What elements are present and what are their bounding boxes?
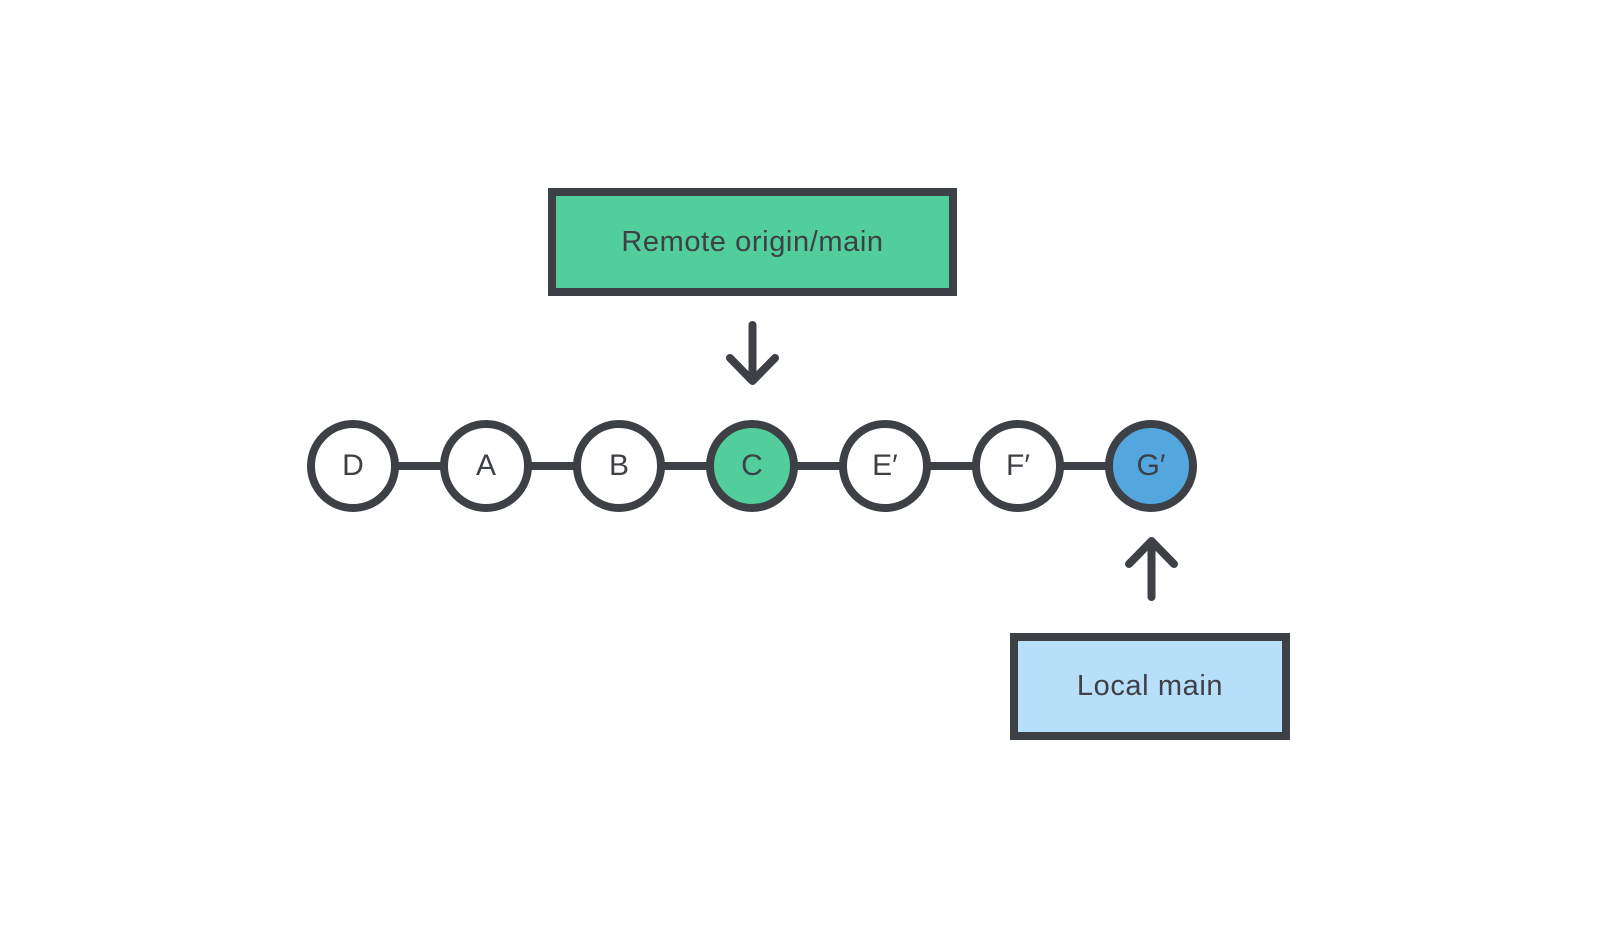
commit-label: C bbox=[741, 449, 763, 482]
commit-label: A bbox=[475, 449, 496, 482]
commit-node: C bbox=[706, 420, 798, 512]
commit-label: D bbox=[342, 449, 364, 482]
commit-label: B bbox=[608, 449, 629, 482]
commit-node: G′ bbox=[1105, 420, 1197, 512]
arrow-up-icon bbox=[1125, 537, 1178, 601]
commit-node: A bbox=[440, 420, 532, 512]
remote-branch-label: Remote origin/main bbox=[621, 225, 884, 258]
arrow-down-icon bbox=[726, 321, 779, 385]
local-branch-label: Local main bbox=[1076, 670, 1224, 702]
commit-label: E′ bbox=[872, 449, 898, 482]
commit-node: E′ bbox=[839, 420, 931, 512]
commit-node: B bbox=[573, 420, 665, 512]
commit-label: G′ bbox=[1136, 449, 1166, 482]
local-branch-label-box: Local main bbox=[1010, 633, 1290, 740]
commit-node: F′ bbox=[972, 420, 1064, 512]
commit-label: F′ bbox=[1006, 449, 1030, 482]
remote-branch-label-box: Remote origin/main bbox=[548, 188, 957, 296]
commit-node: D bbox=[307, 420, 399, 512]
